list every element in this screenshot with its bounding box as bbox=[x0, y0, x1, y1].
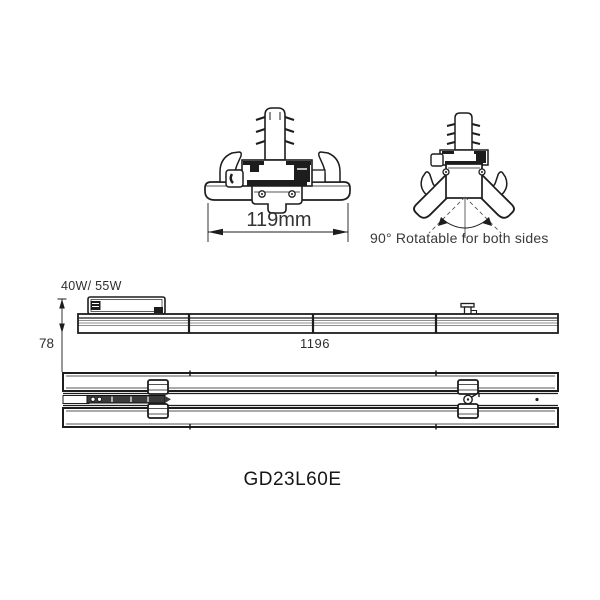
rotated-view-diagram bbox=[413, 112, 515, 238]
pilot-hole-dot bbox=[535, 397, 539, 402]
center-bracket bbox=[251, 185, 303, 214]
center-bracket bbox=[442, 163, 486, 199]
track-bar bbox=[77, 313, 559, 334]
dimension-line-119mm bbox=[207, 203, 349, 242]
release-lever bbox=[225, 169, 244, 188]
mounting-clip-left bbox=[147, 379, 169, 419]
front-view-diagram bbox=[204, 107, 351, 242]
locking-screw-icon bbox=[463, 391, 480, 405]
driver-box bbox=[87, 296, 166, 315]
rotatable-caption: 90° Rotatable for both sides bbox=[370, 230, 549, 246]
model-number-label: GD23L60E bbox=[243, 469, 342, 490]
bottom-view-diagram bbox=[62, 370, 559, 430]
track-adapter-stem bbox=[255, 107, 295, 161]
adapter-body bbox=[430, 149, 489, 167]
bottom-rail bbox=[62, 407, 559, 428]
adapter-body bbox=[241, 159, 313, 187]
channel-connector bbox=[86, 395, 171, 404]
contact-prong-icon bbox=[255, 115, 295, 146]
power-rating-label: 40W/ 55W bbox=[61, 279, 122, 293]
rotation-arc bbox=[428, 196, 502, 238]
contact-prong-icon bbox=[446, 123, 481, 145]
side-view-diagram bbox=[57, 296, 559, 372]
joint-ticks bbox=[189, 370, 437, 430]
top-rail bbox=[62, 372, 559, 392]
height-dimension-label: 78 bbox=[39, 336, 55, 351]
width-dimension-label: 119mm bbox=[246, 209, 312, 231]
yoke-arm-right bbox=[308, 151, 341, 183]
track-adapter-stem bbox=[446, 112, 481, 151]
track-knob bbox=[460, 302, 478, 315]
dimension-line-78 bbox=[57, 298, 67, 372]
length-dimension-label: 1196 bbox=[300, 336, 330, 351]
